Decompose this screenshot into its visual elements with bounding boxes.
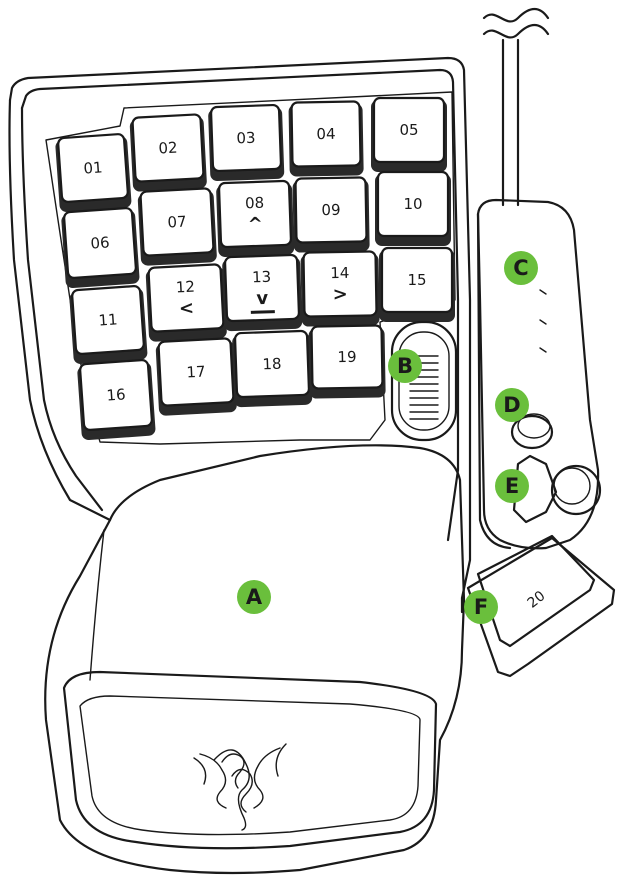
wrist-rest bbox=[44, 444, 466, 875]
callout-d: D bbox=[495, 388, 529, 422]
key-label: 07 bbox=[167, 213, 187, 232]
side-module bbox=[476, 198, 600, 550]
razer-logo-icon bbox=[193, 743, 287, 831]
key-18[interactable]: 18 bbox=[232, 329, 313, 408]
key-07[interactable]: 07 bbox=[137, 187, 217, 266]
key-12[interactable]: 12< bbox=[145, 263, 227, 342]
callout-f: F bbox=[464, 590, 498, 624]
key-label: 05 bbox=[399, 121, 418, 139]
key-label: 03 bbox=[236, 129, 256, 148]
key-01[interactable]: 01 bbox=[55, 133, 132, 213]
key-underline-mark bbox=[250, 310, 275, 314]
key-08[interactable]: 08^ bbox=[216, 179, 295, 258]
key-label: 13 bbox=[252, 268, 272, 287]
key-17[interactable]: 17 bbox=[155, 337, 237, 416]
key-10[interactable]: 10 bbox=[375, 170, 451, 246]
key-arrow-glyph: ^ bbox=[247, 214, 263, 236]
key-label: 18 bbox=[262, 355, 282, 374]
key-14[interactable]: 14 > bbox=[300, 250, 380, 327]
key-label: 14 bbox=[330, 264, 349, 282]
key-04[interactable]: 04 bbox=[288, 100, 364, 177]
keypad-body bbox=[8, 56, 472, 614]
key-11[interactable]: 11 bbox=[69, 285, 148, 365]
key-15[interactable]: 15 bbox=[379, 246, 455, 322]
svg-text:C: C bbox=[513, 256, 528, 280]
thumb-key-label: 20 bbox=[525, 588, 549, 612]
key-06[interactable]: 06 bbox=[61, 207, 140, 289]
svg-text:A: A bbox=[246, 585, 263, 609]
svg-text:E: E bbox=[505, 474, 519, 498]
callout-e: E bbox=[495, 469, 529, 503]
key-arrow-glyph: v bbox=[256, 288, 269, 309]
key-label: 04 bbox=[316, 125, 335, 143]
key-label: 15 bbox=[407, 271, 426, 289]
key-label: 02 bbox=[158, 139, 178, 158]
key-13[interactable]: 13v bbox=[222, 253, 303, 332]
callout-b: B bbox=[388, 349, 422, 383]
key-16[interactable]: 16 bbox=[77, 359, 156, 441]
key-label: 01 bbox=[83, 158, 103, 177]
key-label: 19 bbox=[337, 348, 356, 366]
cable-break-icon bbox=[482, 7, 550, 23]
side-button-d[interactable] bbox=[510, 413, 554, 450]
key-label: 06 bbox=[90, 233, 110, 252]
scroll-wheel-icon bbox=[409, 355, 439, 420]
key-label: 10 bbox=[403, 195, 422, 213]
svg-text:D: D bbox=[503, 393, 520, 417]
key-19[interactable]: 19 bbox=[308, 324, 386, 399]
key-09[interactable]: 09 bbox=[292, 176, 370, 253]
svg-text:B: B bbox=[397, 354, 413, 378]
key-label: 12 bbox=[175, 278, 195, 297]
callout-a: A bbox=[237, 580, 271, 614]
key-arrow-glyph: < bbox=[178, 298, 194, 320]
thumb-key-20[interactable]: 20 bbox=[466, 534, 616, 678]
cable bbox=[482, 7, 550, 207]
key-label: 17 bbox=[186, 363, 206, 382]
key-03[interactable]: 03 bbox=[208, 103, 285, 182]
key-05[interactable]: 05 bbox=[371, 96, 447, 172]
key-label: 16 bbox=[106, 385, 126, 404]
key-02[interactable]: 02 bbox=[129, 113, 207, 192]
svg-text:F: F bbox=[474, 595, 488, 619]
key-label: 11 bbox=[98, 310, 118, 329]
thumbstick-e[interactable] bbox=[512, 454, 602, 524]
callout-c: C bbox=[504, 251, 538, 285]
key-label: 09 bbox=[321, 201, 340, 219]
key-arrow-glyph: > bbox=[332, 284, 347, 305]
key-label: 08 bbox=[245, 194, 265, 213]
